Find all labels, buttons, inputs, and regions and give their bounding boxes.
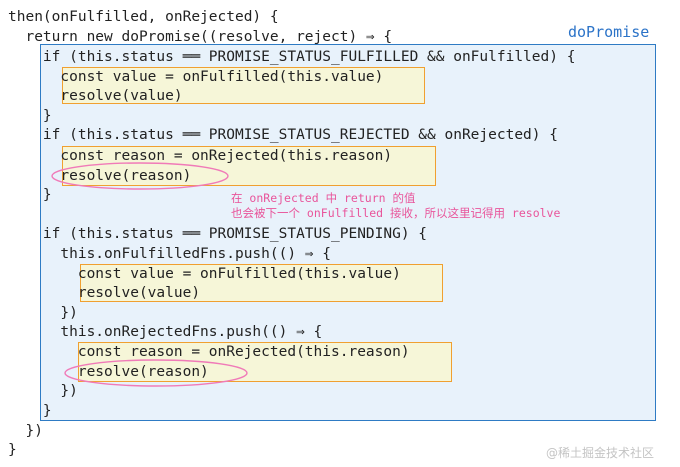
code-line-9: resolve(reason) [8, 168, 192, 184]
code-line-17: this.onRejectedFns.push(() ⇒ { [8, 324, 323, 340]
ellipse-resolve-reason-2 [64, 359, 248, 387]
code-line-16: }) [8, 305, 78, 321]
code-line-15: resolve(value) [8, 285, 201, 301]
code-line-5: resolve(value) [8, 88, 183, 104]
ellipse-resolve-reason-1 [51, 162, 229, 190]
watermark: @稀土掘金技术社区 [546, 446, 655, 460]
code-line-10: } [8, 187, 52, 203]
code-line-8: const reason = onRejected(this.reason) [8, 148, 393, 164]
code-line-19: resolve(reason) [8, 364, 209, 380]
code-line-21: } [8, 403, 52, 419]
code-line-12: if (this.status ══ PROMISE_STATUS_PENDIN… [8, 226, 428, 242]
code-line-2: return new doPromise((resolve, reject) ⇒… [8, 29, 393, 45]
code-line-6: } [8, 108, 52, 124]
highlight-fulfilled-block [62, 67, 425, 104]
code-line-20: }) [8, 383, 78, 399]
code-line-13: this.onFulfilledFns.push(() ⇒ { [8, 246, 332, 262]
dopromise-label: doPromise [568, 23, 650, 41]
code-line-14: const value = onFulfilled(this.value) [8, 266, 401, 282]
code-line-22: }) [8, 423, 43, 439]
highlight-pending-rejected-block [78, 342, 452, 382]
code-line-7: if (this.status ══ PROMISE_STATUS_REJECT… [8, 127, 558, 143]
code-line-3: if (this.status ══ PROMISE_STATUS_FULFIL… [8, 49, 576, 65]
code-line-18: const reason = onRejected(this.reason) [8, 344, 410, 360]
code-line-23: } [8, 442, 17, 458]
code-line-4: const value = onFulfilled(this.value) [8, 69, 384, 85]
highlight-rejected-block [62, 146, 436, 186]
annotation-line-1: 在 onRejected 中 return 的值 [231, 191, 416, 205]
annotation-line-2: 也会被下一个 onFulfilled 接收，所以这里记得用 resolve [231, 206, 561, 220]
highlight-pending-fulfilled-block [80, 264, 443, 302]
code-line-1: then(onFulfilled, onRejected) { [8, 9, 279, 25]
